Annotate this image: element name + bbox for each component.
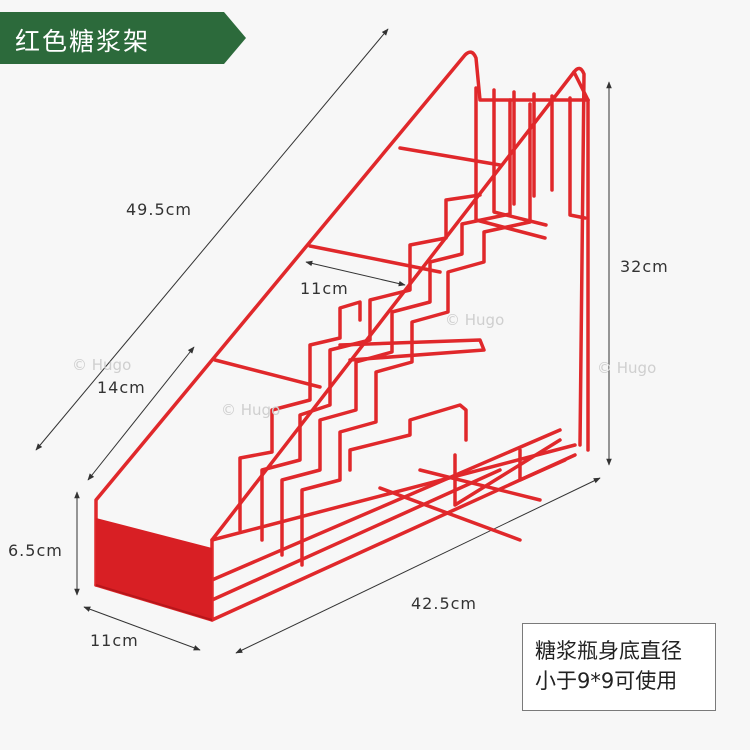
watermark: © Hugo [221, 401, 281, 419]
base-depth-dimension-line [83, 606, 201, 651]
slope-dimension-line [87, 346, 195, 481]
watermark: © Hugo [597, 359, 657, 377]
diagonal-dimension-label: 49.5cm [126, 200, 193, 219]
usage-note-box: 糖浆瓶身底直径 小于9*9可使用 [522, 623, 716, 711]
usage-note-line-1: 糖浆瓶身底直径 [535, 639, 682, 663]
base-depth-dimension-label: 11cm [90, 631, 139, 650]
front-height-dimension-label: 6.5cm [8, 541, 63, 560]
watermark: © Hugo [445, 311, 505, 329]
dimension-lines [35, 28, 612, 654]
diagonal-dimension-line [35, 28, 389, 451]
shelf-depth-dimension-label: 11cm [300, 279, 349, 298]
height-dimension-label: 32cm [620, 257, 669, 276]
shelf-depth-dimension-line [305, 260, 406, 287]
watermark: © Hugo [72, 356, 132, 374]
length-dimension-line [235, 477, 601, 654]
slope-dimension-label: 14cm [97, 378, 146, 397]
rack-frame [94, 50, 590, 622]
rack-front-panel [96, 518, 212, 620]
usage-note-line-2: 小于9*9可使用 [535, 669, 678, 693]
length-dimension-label: 42.5cm [411, 594, 478, 613]
